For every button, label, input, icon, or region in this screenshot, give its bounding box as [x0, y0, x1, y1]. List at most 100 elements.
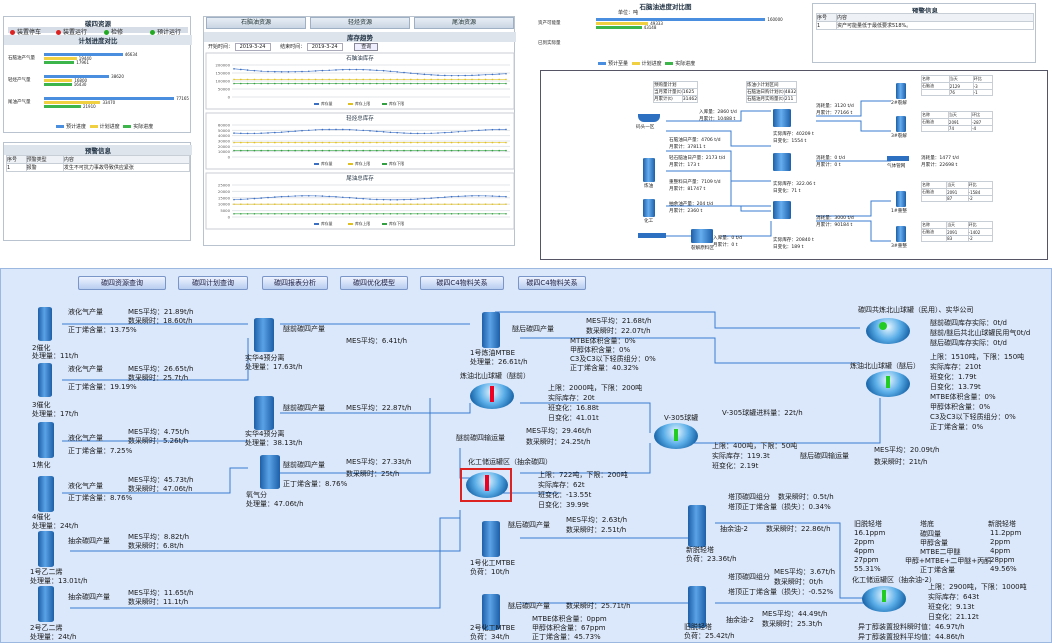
- trend-charts: 石脑油库存200000150000100000500000库存量库存上限库存下限…: [205, 52, 515, 230]
- unit-3cat[interactable]: [38, 363, 52, 397]
- analysis-value: 27ppm: [854, 556, 879, 564]
- mes-value: MES平均：21.89t/h: [128, 308, 194, 316]
- cracker-3: [896, 116, 906, 132]
- unit-name: 2号化工MTBE: [470, 624, 515, 632]
- mes-value: MES平均：3.67t/h: [774, 568, 836, 576]
- unit-mtbe2[interactable]: [482, 521, 500, 557]
- unit-2-eth[interactable]: [38, 586, 54, 622]
- legend-swatch: [665, 62, 674, 65]
- plan-table: 炼油小计划区间 石脑油日购计划(t)4832 石脑油月实购量(t)211: [745, 81, 798, 103]
- legend-label: 实际进度: [675, 61, 696, 67]
- btn-c4-optimize[interactable]: 碳四优化模型: [340, 276, 408, 290]
- chart-title: 尾油总库存: [346, 174, 374, 182]
- ratio-value: 正丁烯含量：8.76%: [68, 494, 133, 502]
- progress-bar: [44, 97, 175, 100]
- unit-sep3[interactable]: [260, 455, 280, 489]
- y-tick: 60000: [218, 123, 231, 128]
- stock-value: 醚后碳四库存实际：0t/d: [930, 339, 1007, 347]
- unit-1coker[interactable]: [38, 422, 54, 458]
- realtime-value: 数采瞬时：22.86t/h: [766, 525, 831, 533]
- product-label: 抽余碳四产量: [68, 537, 110, 545]
- chart-title: 石脑油库存: [346, 54, 374, 62]
- legend-swatch: [89, 125, 98, 128]
- sphere-tank-civil[interactable]: [866, 318, 910, 344]
- cell: 76: [948, 89, 974, 96]
- change-value: 日变化：39.99t: [538, 501, 589, 509]
- btn-c4-resource-query[interactable]: 碳四资源查询: [78, 276, 166, 290]
- flow-text: 消耗量：3000 t/d: [816, 216, 854, 221]
- tab-naphtha[interactable]: 石脑油资源: [206, 17, 306, 29]
- unit-load: 处理量：24t/h: [30, 633, 77, 641]
- flow-text: 轻石脑油日产量：2173 t/d: [669, 156, 726, 161]
- bar-value: 49333: [650, 20, 663, 26]
- btn-c4-plan-query[interactable]: 碳四计划查询: [178, 276, 248, 290]
- start-date-input[interactable]: 2019-3-24: [234, 43, 271, 51]
- cell: 2091: [946, 188, 969, 196]
- date-filter: 开始时间： 2019-3-24 结束时间： 2019-3-24 查询: [208, 43, 379, 51]
- progress-bar: [596, 26, 642, 29]
- analysis-value: 28ppm: [990, 556, 1015, 564]
- bar-value: 43148: [643, 24, 657, 30]
- inventory-trend-panel: 石脑油资源 轻烃资源 尾油资源 库存趋势 开始时间： 2019-3-24 结束时…: [203, 16, 516, 246]
- unit-2cat[interactable]: [38, 307, 52, 341]
- tower-old[interactable]: [688, 586, 706, 628]
- change-value: 日变化：41.01t: [548, 414, 599, 422]
- cell: -3: [972, 82, 994, 90]
- unit-mtbe3[interactable]: [482, 594, 500, 630]
- unit-name: 炼油北山球罐（醚后）: [850, 362, 920, 370]
- progress-bar: [44, 105, 81, 108]
- end-date-input[interactable]: 2019-3-24: [306, 43, 343, 51]
- tab-light-hydrocarbon[interactable]: 轻烃资源: [310, 17, 410, 29]
- plan-key: 月累计(t): [653, 95, 683, 103]
- y-tick: 15000: [218, 195, 231, 200]
- spec-value: C3及C3以下轻质组分：0%: [930, 413, 1016, 421]
- legend-label: 库存量: [321, 101, 333, 106]
- legend: 预计进度 计划进度 实际进度: [54, 123, 153, 130]
- legend-label: 库存量: [321, 221, 333, 226]
- flow-text: 实际库存：40209 t: [773, 132, 814, 137]
- btn-c4-report[interactable]: 碳四报表分析: [262, 276, 328, 290]
- tank-3: [773, 201, 791, 219]
- level-indicator: [882, 590, 886, 602]
- unit-sep1[interactable]: [254, 318, 274, 352]
- col-header: 当天: [947, 111, 973, 119]
- flow-text: 月累计：0 t: [816, 163, 841, 168]
- spec-value: 甲醇体积含量：0%: [570, 346, 631, 354]
- flow-text: 石脑油日产量：4706 t/d: [669, 138, 721, 143]
- unit-sep2[interactable]: [254, 396, 274, 430]
- data-point: [505, 72, 507, 75]
- change-value: 日变化：21.12t: [928, 613, 979, 621]
- realtime-value: 数采瞬时：25.3t/h: [762, 620, 823, 628]
- cell: -1: [972, 89, 994, 96]
- change-value: 班变化：1.79t: [930, 373, 977, 381]
- cell: [920, 235, 948, 242]
- node-label: 2#裂解: [891, 101, 907, 106]
- legend-swatch: [631, 62, 640, 65]
- spec-value: 塔顶正丁烯含量（损失）：-0.52%: [728, 588, 834, 596]
- feed-value: 异丁醇装置投料瞬时值：46.97t/h: [858, 623, 965, 631]
- cell: -1402: [967, 228, 994, 236]
- btn-c4-material-2[interactable]: 碳四C4物料关系: [518, 276, 586, 290]
- realtime-value: 数采瞬时：6.8t/h: [128, 542, 184, 550]
- y-tick: 5000: [220, 208, 230, 213]
- plan-title: 预购量计划: [652, 81, 699, 89]
- legend-swatch: [314, 103, 319, 105]
- legend-label: 库存下限: [389, 161, 404, 166]
- tower-new[interactable]: [688, 505, 706, 547]
- tab-tail-oil[interactable]: 尾油资源: [414, 17, 514, 29]
- change-value: 班变化：2.19t: [712, 462, 759, 470]
- unit-1-eth[interactable]: [38, 531, 54, 567]
- realtime-value: 数采瞬时：5.26t/h: [128, 437, 189, 445]
- spec-value: 甲醇体积含量：0%: [930, 403, 991, 411]
- btn-c4-material-1[interactable]: 碳四C4物料关系: [420, 276, 504, 290]
- unit-mtbe1[interactable]: [482, 312, 500, 348]
- legend: 预计至量 计划进度 实际进度: [596, 60, 695, 67]
- query-button[interactable]: 查询: [354, 43, 379, 51]
- unit-4cat[interactable]: [38, 476, 54, 512]
- unit-name: 实华4预分离: [245, 430, 285, 438]
- unit-name: 4催化: [32, 513, 51, 521]
- reformer-3: [896, 226, 906, 242]
